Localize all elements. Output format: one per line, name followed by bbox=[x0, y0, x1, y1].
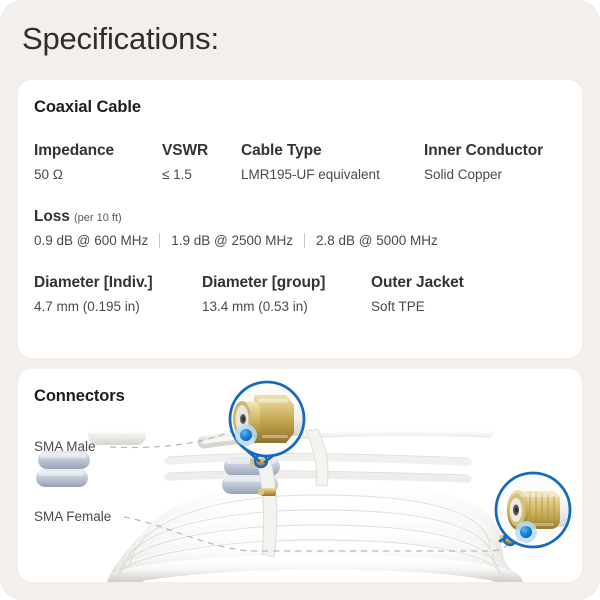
magnifier-ring-sma-male bbox=[228, 380, 306, 458]
spec-value-loss-5000mhz: 2.8 dB @ 5000 MHz bbox=[316, 233, 438, 248]
callout-label-sma-male: SMA Male bbox=[34, 439, 96, 454]
spec-label-inner-conductor: Inner Conductor bbox=[424, 142, 544, 159]
spec-label-vswr: VSWR bbox=[162, 142, 209, 159]
spec-value-loss-600mhz: 0.9 dB @ 600 MHz bbox=[34, 233, 149, 248]
spec-label-diameter-individual: Diameter [Indiv.] bbox=[34, 274, 153, 291]
spec-value-loss-list: 0.9 dB @ 600 MHz 1.9 dB @ 2500 MHz 2.8 d… bbox=[34, 233, 438, 248]
spec-label-outer-jacket: Outer Jacket bbox=[371, 274, 464, 291]
spec-value-cable-type: LMR195-UF equivalent bbox=[241, 167, 380, 182]
spec-item-cable-type: Cable Type LMR195-UF equivalent bbox=[241, 142, 380, 182]
spec-item-loss: Loss (per 10 ft) 0.9 dB @ 600 MHz 1.9 dB… bbox=[34, 208, 438, 248]
sma-male-pigtail-connectors bbox=[258, 488, 276, 496]
spec-label-loss-qualifier: (per 10 ft) bbox=[74, 212, 122, 224]
callout-leader-line bbox=[109, 430, 511, 552]
spec-item-impedance: Impedance 50 Ω bbox=[34, 142, 114, 182]
spec-label-loss: Loss bbox=[34, 208, 70, 225]
sma-female-callout bbox=[494, 471, 572, 549]
spec-item-diameter-group: Diameter [group] 13.4 mm (0.53 in) bbox=[202, 274, 325, 314]
indicator-dot-sma-male bbox=[240, 429, 252, 441]
connectors-card: Connectors bbox=[18, 369, 582, 582]
coaxial-cable-illustration bbox=[36, 380, 572, 582]
spec-value-impedance: 50 Ω bbox=[34, 167, 63, 182]
spec-value-diameter-individual: 4.7 mm (0.195 in) bbox=[34, 299, 140, 314]
spec-label-cable-type: Cable Type bbox=[241, 142, 322, 159]
leader-line-sma-male bbox=[109, 430, 233, 449]
callout-label-sma-female: SMA Female bbox=[34, 509, 112, 524]
loss-divider bbox=[159, 233, 161, 248]
spec-item-vswr: VSWR ≤ 1.5 bbox=[162, 142, 208, 182]
strain-relief bbox=[36, 451, 280, 494]
cable-coil bbox=[107, 479, 523, 582]
coaxial-cable-spec-card: Coaxial Cable Impedance 50 Ω VSWR ≤ 1.5 … bbox=[18, 80, 582, 358]
spec-label-impedance: Impedance bbox=[34, 142, 115, 159]
connectors-card-heading: Connectors bbox=[34, 387, 125, 405]
spec-label-diameter-group: Diameter [group] bbox=[202, 274, 326, 291]
spec-item-diameter-individual: Diameter [Indiv.] 4.7 mm (0.195 in) bbox=[34, 274, 153, 314]
spec-value-loss-2500mhz: 1.9 dB @ 2500 MHz bbox=[171, 233, 294, 248]
spec-value-vswr: ≤ 1.5 bbox=[162, 167, 192, 182]
spec-item-inner-conductor: Inner Conductor Solid Copper bbox=[424, 142, 543, 182]
page-title: Specifications: bbox=[22, 21, 219, 56]
spec-value-outer-jacket: Soft TPE bbox=[371, 299, 425, 314]
spec-item-outer-jacket: Outer Jacket Soft TPE bbox=[371, 274, 464, 314]
spec-value-inner-conductor: Solid Copper bbox=[424, 167, 503, 182]
magnifier-ring-sma-female bbox=[494, 471, 572, 549]
leader-line-sma-female bbox=[123, 516, 511, 552]
spec-card-heading: Coaxial Cable bbox=[34, 98, 141, 116]
loss-divider bbox=[304, 233, 306, 248]
spec-label-loss-wrapper: Loss (per 10 ft) bbox=[34, 208, 438, 226]
spec-value-diameter-group: 13.4 mm (0.53 in) bbox=[202, 299, 308, 314]
indicator-dot-sma-female bbox=[520, 526, 532, 538]
velcro-tie bbox=[253, 428, 329, 558]
sma-male-callout bbox=[228, 380, 306, 469]
